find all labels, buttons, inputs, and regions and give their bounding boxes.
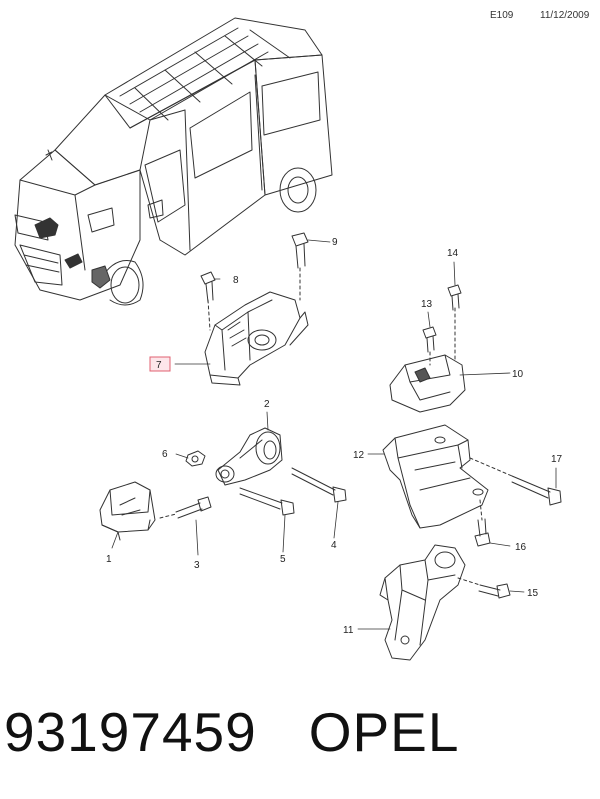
callout-5: 5 [280, 554, 286, 565]
callout-7-highlight [149, 356, 171, 372]
callout-6: 6 [162, 449, 168, 460]
part-12-bracket [382, 424, 489, 529]
callout-11: 11 [343, 625, 354, 636]
leader-lines [111, 239, 557, 630]
bolt-14 [447, 284, 462, 361]
diagram-date: 11/12/2009 [540, 10, 590, 21]
callout-9: 9 [332, 237, 338, 248]
bolt-3 [159, 496, 212, 519]
van-illustration [14, 17, 333, 306]
part-11-bracket [379, 544, 466, 661]
diagram-code: E109 [490, 10, 514, 21]
part-number: 93197459 [4, 701, 257, 763]
bolt-15 [457, 577, 511, 599]
brand-name: OPEL [308, 701, 460, 763]
bolt-8 [200, 271, 216, 331]
callout-1: 1 [106, 554, 112, 565]
callout-2: 2 [264, 399, 270, 410]
bolt-4 [291, 467, 347, 503]
part-7-mount [204, 291, 309, 386]
callout-3: 3 [194, 560, 200, 571]
callout-15: 15 [527, 588, 539, 599]
callout-12: 12 [353, 450, 365, 461]
callout-8: 8 [233, 275, 239, 286]
callout-10: 10 [512, 369, 524, 380]
parts-diagram: 1 2 3 4 5 6 7 8 9 10 11 12 13 14 15 16 1… [14, 17, 563, 661]
part-1-mount [99, 481, 156, 541]
nut-6 [185, 450, 206, 467]
callout-16: 16 [515, 542, 527, 553]
part-2-torque-rod [215, 427, 283, 486]
bolt-13 [422, 326, 437, 366]
bolt-17 [469, 457, 562, 506]
footer: 93197459 OPEL [4, 697, 459, 767]
callout-14: 14 [447, 248, 459, 259]
callout-7: 7 [156, 360, 162, 371]
bolt-9 [291, 232, 309, 301]
callout-4: 4 [331, 540, 337, 551]
callout-13: 13 [421, 299, 433, 310]
part-10-bracket [389, 354, 466, 413]
bolt-5 [239, 487, 295, 516]
callout-17: 17 [551, 454, 563, 465]
